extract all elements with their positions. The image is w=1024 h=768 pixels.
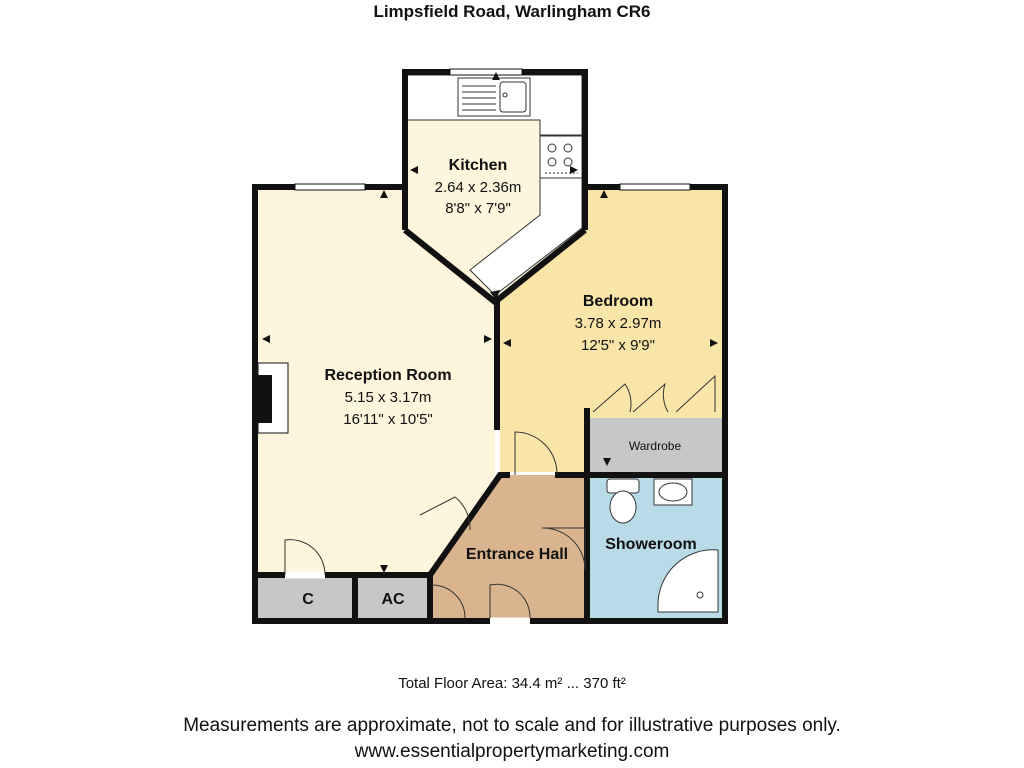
- dimension-arrows: [262, 72, 718, 573]
- fireplace-icon: [257, 362, 289, 434]
- sink-icon: [457, 77, 531, 117]
- airing-cupboard-label: AC: [381, 591, 405, 608]
- reception-imperial: 16'11" x 10'5": [343, 411, 433, 428]
- cupboard-floor: [258, 578, 353, 618]
- bedroom-metric: 3.78 x 2.97m: [575, 315, 662, 332]
- wardrobe-floor: [590, 418, 722, 472]
- bedroom-imperial: 12'5" x 9'9": [581, 337, 655, 354]
- kitchen-name: Kitchen: [449, 157, 508, 174]
- disclaimer-text: Measurements are approximate, not to sca…: [183, 715, 841, 736]
- reception-floor: [255, 187, 495, 575]
- wall-openings: [285, 571, 530, 625]
- kitchen-metric: 2.64 x 2.36m: [435, 179, 522, 196]
- website-link[interactable]: www.essentialpropertymarketing.com: [354, 741, 670, 762]
- reception-metric: 5.15 x 3.17m: [345, 389, 432, 406]
- showeroom-label: Showeroom: [605, 536, 697, 553]
- airing-cupboard-floor: [357, 578, 429, 618]
- windows: [294, 68, 691, 191]
- entrance-hall-floor: [430, 475, 585, 618]
- plan-title: Limpsfield Road, Warlingham CR6: [373, 2, 651, 21]
- bedroom-floor: [500, 187, 722, 472]
- basin-icon: [653, 478, 693, 506]
- cupboard-label: C: [302, 591, 314, 608]
- entrance-hall-label: Entrance Hall: [466, 546, 568, 563]
- total-floor-area: Total Floor Area: 34.4 m² ... 370 ft²: [398, 675, 626, 692]
- bedroom-name: Bedroom: [583, 293, 653, 310]
- hob-icon: [539, 135, 583, 179]
- kitchen-imperial: 8'8" x 7'9": [445, 200, 511, 217]
- doors: [284, 374, 716, 619]
- toilet-icon: [606, 478, 640, 524]
- reception-name: Reception Room: [324, 367, 451, 384]
- wardrobe-label: Wardrobe: [629, 439, 682, 453]
- shower-icon: [657, 549, 719, 613]
